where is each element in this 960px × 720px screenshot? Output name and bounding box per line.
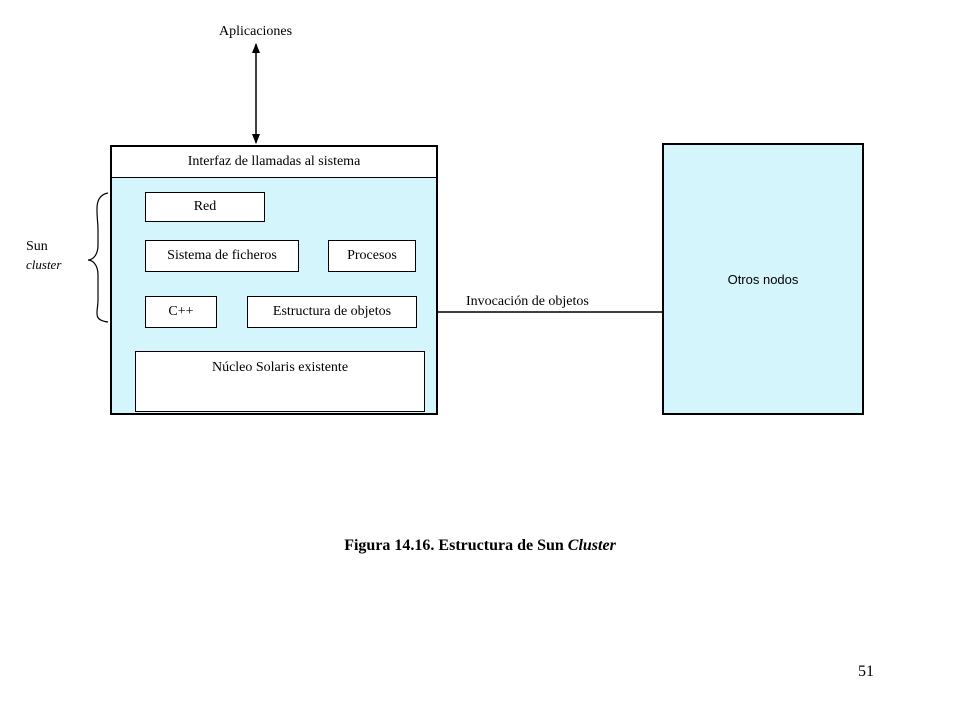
syscall-interface-label: Interfaz de llamadas al sistema bbox=[187, 154, 361, 169]
figure-caption: Figura 14.16. Estructura de Sun Cluster bbox=[0, 537, 960, 555]
other-nodes-label: Otros nodos bbox=[727, 271, 799, 287]
object-structure-label: Estructura de objetos bbox=[272, 304, 392, 319]
object-structure-box: Estructura de objetos bbox=[247, 296, 417, 328]
caption-prefix: Figura 14.16. Estructura de Sun bbox=[344, 537, 568, 554]
other-nodes-box: Otros nodos bbox=[662, 143, 864, 415]
applications-label: Aplicaciones bbox=[219, 24, 293, 39]
processes-label: Procesos bbox=[347, 248, 397, 263]
object-invocation-label: Invocación de objetos bbox=[466, 294, 589, 309]
network-label: Red bbox=[193, 199, 217, 214]
syscall-interface-bar: Interfaz de llamadas al sistema bbox=[112, 147, 436, 178]
file-system-box: Sistema de ficheros bbox=[145, 240, 299, 272]
cpp-label: C++ bbox=[168, 304, 194, 319]
solaris-kernel-box: Núcleo Solaris existente bbox=[135, 351, 425, 412]
cpp-box: C++ bbox=[145, 296, 217, 328]
network-box: Red bbox=[145, 192, 265, 222]
sun-label-line2: cluster bbox=[26, 257, 62, 272]
file-system-label: Sistema de ficheros bbox=[167, 248, 277, 263]
caption-emphasis: Cluster bbox=[567, 537, 616, 554]
sun-cluster-brace bbox=[87, 192, 109, 323]
processes-box: Procesos bbox=[328, 240, 416, 272]
sun-cluster-label: Sun cluster bbox=[26, 238, 61, 274]
sun-label-line1: Sun bbox=[26, 239, 48, 254]
solaris-kernel-label: Núcleo Solaris existente bbox=[211, 360, 349, 375]
page-number: 51 bbox=[858, 663, 874, 680]
